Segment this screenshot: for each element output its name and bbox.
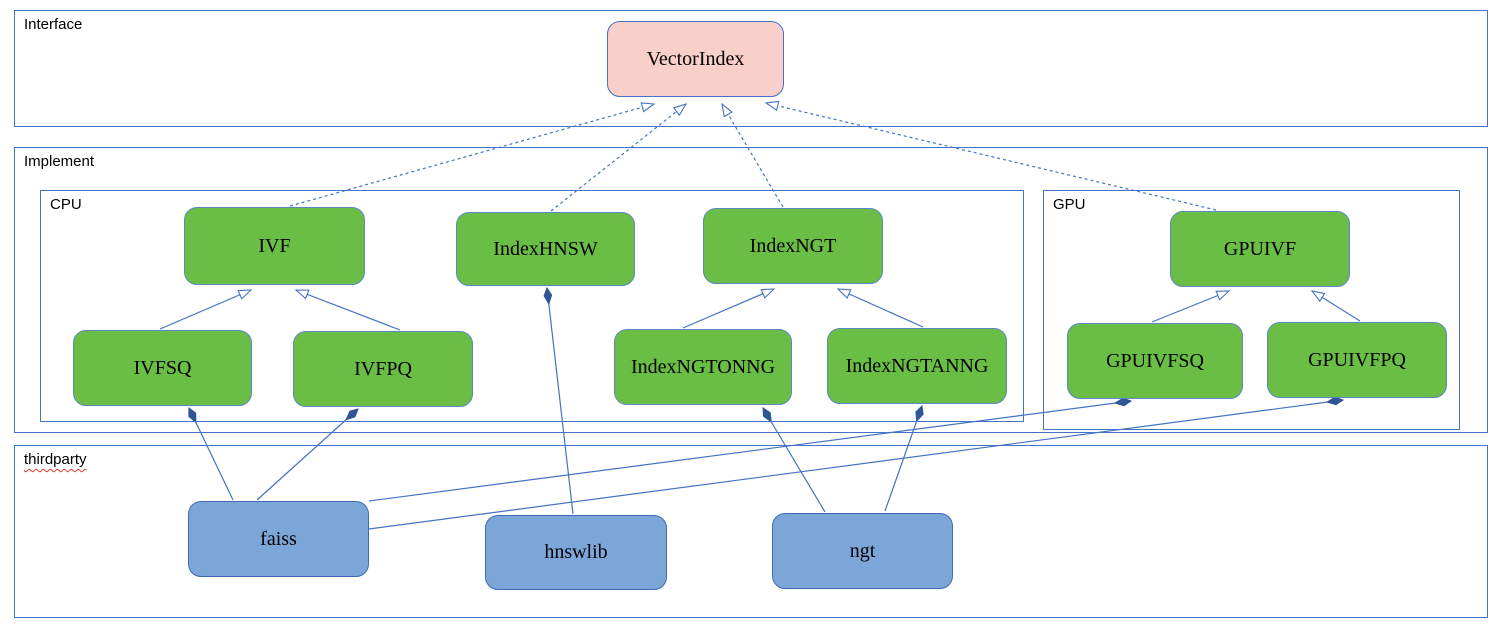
node-label-ivfpq: IVFPQ <box>354 357 412 380</box>
edge-inheritance-gpuivfpq-to-gpuivf[interactable] <box>1312 291 1361 322</box>
edge-composition-ngt-to-indexngtonng[interactable] <box>763 408 826 513</box>
node-indexngt[interactable]: IndexNGT <box>703 208 883 284</box>
section-cpu[interactable]: CPU <box>40 190 1024 422</box>
node-gpuivfpq[interactable]: GPUIVFPQ <box>1267 322 1447 398</box>
node-indexngtonng[interactable]: IndexNGTONNG <box>614 329 792 405</box>
node-ivfpq[interactable]: IVFPQ <box>293 331 473 407</box>
edge-composition-faiss-to-gpuivfsq[interactable] <box>368 401 1131 502</box>
edge-composition-hnswlib-to-indexhnsw[interactable] <box>547 288 574 515</box>
section-label-interface: Interface <box>24 16 83 33</box>
node-label-indexngtanng: IndexNGTANNG <box>845 354 989 377</box>
section-label-thirdparty: thirdparty <box>24 451 87 468</box>
section-interface[interactable]: Interface <box>14 10 1488 127</box>
edge-composition-ngt-to-indexngtanng[interactable] <box>884 406 922 512</box>
node-label-indexhnsw: IndexHNSW <box>493 237 598 260</box>
edge-inheritance-indexngtonng-to-indexngt[interactable] <box>682 289 774 329</box>
node-label-indexngtonng: IndexNGTONNG <box>630 355 776 378</box>
node-indexhnsw[interactable]: IndexHNSW <box>456 212 635 286</box>
node-ngt[interactable]: ngt <box>772 513 953 589</box>
node-label-gpuivfsq: GPUIVFSQ <box>1106 349 1204 372</box>
section-implement[interactable]: Implement <box>14 147 1488 433</box>
edge-composition-faiss-to-ivfsq[interactable] <box>189 408 234 501</box>
node-label-vectorindex: VectorIndex <box>646 47 745 70</box>
edge-realization-indexngt-to-vectorindex[interactable] <box>722 104 784 208</box>
section-label-gpu: GPU <box>1053 196 1086 213</box>
edge-realization-indexhnsw-to-vectorindex[interactable] <box>550 104 686 212</box>
section-thirdparty[interactable]: thirdparty <box>14 445 1488 618</box>
edge-inheritance-ivfsq-to-ivf[interactable] <box>159 290 251 330</box>
edge-composition-faiss-to-ivfpq[interactable] <box>256 409 358 501</box>
section-label-cpu: CPU <box>50 196 82 213</box>
node-gpuivf[interactable]: GPUIVF <box>1170 211 1350 287</box>
edge-inheritance-gpuivfsq-to-gpuivf[interactable] <box>1151 291 1229 323</box>
node-label-gpuivfpq: GPUIVFPQ <box>1308 348 1406 371</box>
edge-composition-faiss-to-gpuivfpq[interactable] <box>368 400 1343 530</box>
node-gpuivfsq[interactable]: GPUIVFSQ <box>1067 323 1243 399</box>
node-label-ivf: IVF <box>258 234 291 257</box>
edge-realization-gpuivf-to-vectorindex[interactable] <box>766 103 1217 211</box>
node-hnswlib[interactable]: hnswlib <box>485 515 667 590</box>
node-label-hnswlib: hnswlib <box>544 541 608 563</box>
node-label-faiss: faiss <box>260 527 297 550</box>
section-label-implement: Implement <box>24 153 95 170</box>
node-label-indexngt: IndexNGT <box>749 234 837 257</box>
node-indexngtanng[interactable]: IndexNGTANNG <box>827 328 1007 404</box>
edge-inheritance-indexngtanng-to-indexngt[interactable] <box>838 289 924 328</box>
node-label-ivfsq: IVFSQ <box>133 356 192 379</box>
node-ivf[interactable]: IVF <box>184 207 365 285</box>
edge-inheritance-ivfpq-to-ivf[interactable] <box>296 290 401 331</box>
node-label-gpuivf: GPUIVF <box>1223 237 1297 260</box>
node-vectorindex[interactable]: VectorIndex <box>607 21 784 97</box>
node-ivfsq[interactable]: IVFSQ <box>73 330 252 406</box>
section-gpu[interactable]: GPU <box>1043 190 1460 430</box>
node-faiss[interactable]: faiss <box>188 501 369 577</box>
node-label-ngt: ngt <box>849 539 876 562</box>
